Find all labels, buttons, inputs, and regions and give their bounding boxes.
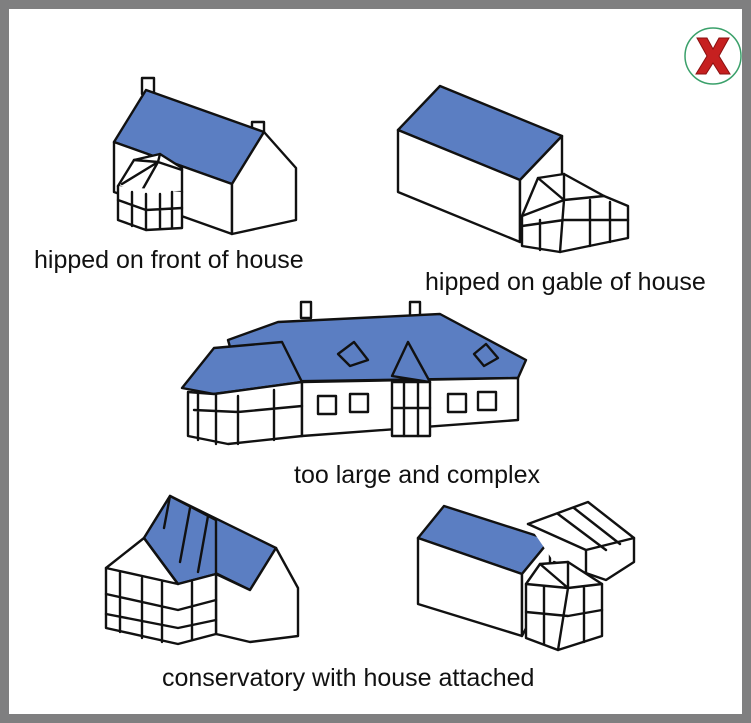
red-cross-icon [684, 27, 742, 85]
caption-attached: conservatory with house attached [162, 664, 535, 692]
caption-hipped-front: hipped on front of house [34, 246, 304, 274]
reject-badge [683, 26, 743, 86]
sketch-hipped-front [112, 76, 298, 236]
caption-hipped-gable: hipped on gable of house [425, 268, 706, 296]
sketch-attached-left [104, 494, 300, 646]
sketch-large-complex [180, 300, 528, 446]
sketch-attached-right [416, 500, 636, 652]
sketch-hipped-gable [396, 84, 630, 254]
caption-large-complex: too large and complex [294, 461, 540, 489]
